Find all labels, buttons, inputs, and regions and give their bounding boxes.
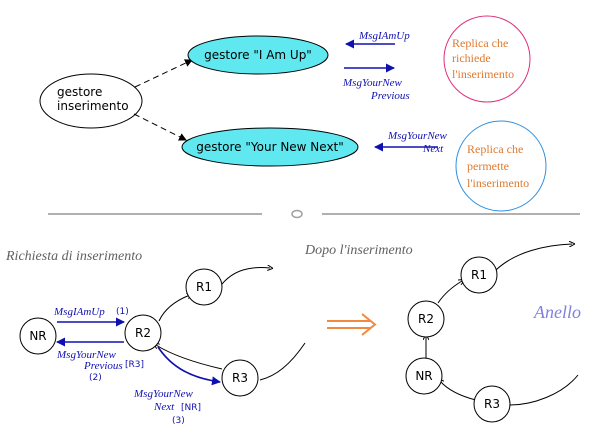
ring-arc-r2-to-r1 [158, 295, 190, 322]
handler-iamup-label: gestore "I Am Up" [204, 48, 312, 62]
handler-yournext-label: gestore "Your New Next" [196, 140, 344, 154]
ring-arc-in-r3 [259, 342, 306, 381]
msg1-text: MsgIAmUp [53, 306, 105, 318]
msg3-arrow [157, 346, 221, 386]
node-r3-before-label: R3 [232, 371, 248, 385]
node-r2-after [407, 300, 445, 338]
section-title-after: Dopo l'inserimento [304, 243, 413, 258]
transition-arrow-icon [327, 313, 377, 336]
node-r1-before-label: R1 [196, 280, 212, 294]
replica-requests-line3: l'inserimento [452, 67, 514, 81]
node-nr-after-label: NR [415, 369, 432, 383]
replica-requests-line2: richiede [452, 51, 491, 65]
node-r2-before-label: R2 [135, 326, 151, 340]
msg-yournew-previous-line1: MsgYourNew [342, 77, 403, 89]
msg-yournew-previous-line2: Previous [370, 90, 410, 102]
node-r3-before [221, 359, 259, 397]
replica-requests-circle [443, 15, 531, 103]
handler-yournext-node [181, 127, 359, 167]
msg-iamup-text: MsgIAmUp [358, 30, 410, 42]
node-r2-before [124, 314, 162, 352]
dashed-arrow-to-iamup [134, 59, 193, 88]
handler-insert-label-line2: inserimento [57, 99, 129, 113]
msg2-line2: Previous [83, 360, 123, 372]
node-r1-after-label: R1 [471, 268, 487, 282]
replica-permits-line3: l'inserimento [467, 176, 529, 190]
section-title-request: Richiesta di inserimento [5, 249, 142, 264]
handler-insert-node [39, 73, 143, 129]
msg3-ref: [NR] [181, 403, 201, 413]
msg-yournew-next-line2: Next [422, 143, 444, 155]
replica-permits-circle [455, 120, 547, 212]
handler-iamup-node [187, 35, 329, 75]
ring-arc-r3-to-r2 [156, 345, 223, 370]
node-r3-after [473, 385, 511, 423]
replica-permits-line1: Replica che [467, 142, 523, 156]
replica-permits-line2: permette [467, 159, 509, 173]
node-nr-before [19, 317, 57, 355]
divider-ornament [291, 209, 303, 219]
ring-arc-after-r1-out [495, 244, 572, 271]
ring-arc-after-r2-to-r1 [437, 281, 462, 304]
node-r3-after-label: R3 [484, 397, 500, 411]
handler-insert-label-line1: gestore [57, 85, 102, 99]
msg2-number: (2) [89, 373, 102, 383]
node-r1-before [185, 268, 223, 306]
ring-label: Anello [533, 302, 581, 322]
msg2-line1: MsgYourNew [56, 349, 117, 361]
node-nr-after [405, 357, 443, 395]
ring-arc-after-r3-to-nr [440, 381, 477, 401]
ring-arc-after-in-r3 [509, 374, 579, 406]
msg3-line2: Next [153, 401, 175, 413]
msg2-ref: [R3] [125, 360, 144, 370]
node-r2-after-label: R2 [418, 312, 434, 326]
msg3-number: (3) [172, 416, 185, 426]
msg1-number: (1) [116, 307, 129, 317]
ring-arc-r1-out [221, 268, 270, 285]
node-r1-after [460, 256, 498, 294]
msg-yournew-next-line1: MsgYourNew [387, 130, 448, 142]
dashed-arrow-to-yournext [133, 113, 187, 141]
node-nr-before-label: NR [29, 329, 46, 343]
replica-requests-line1: Replica che [452, 36, 508, 50]
msg3-line1: MsgYourNew [133, 388, 194, 400]
